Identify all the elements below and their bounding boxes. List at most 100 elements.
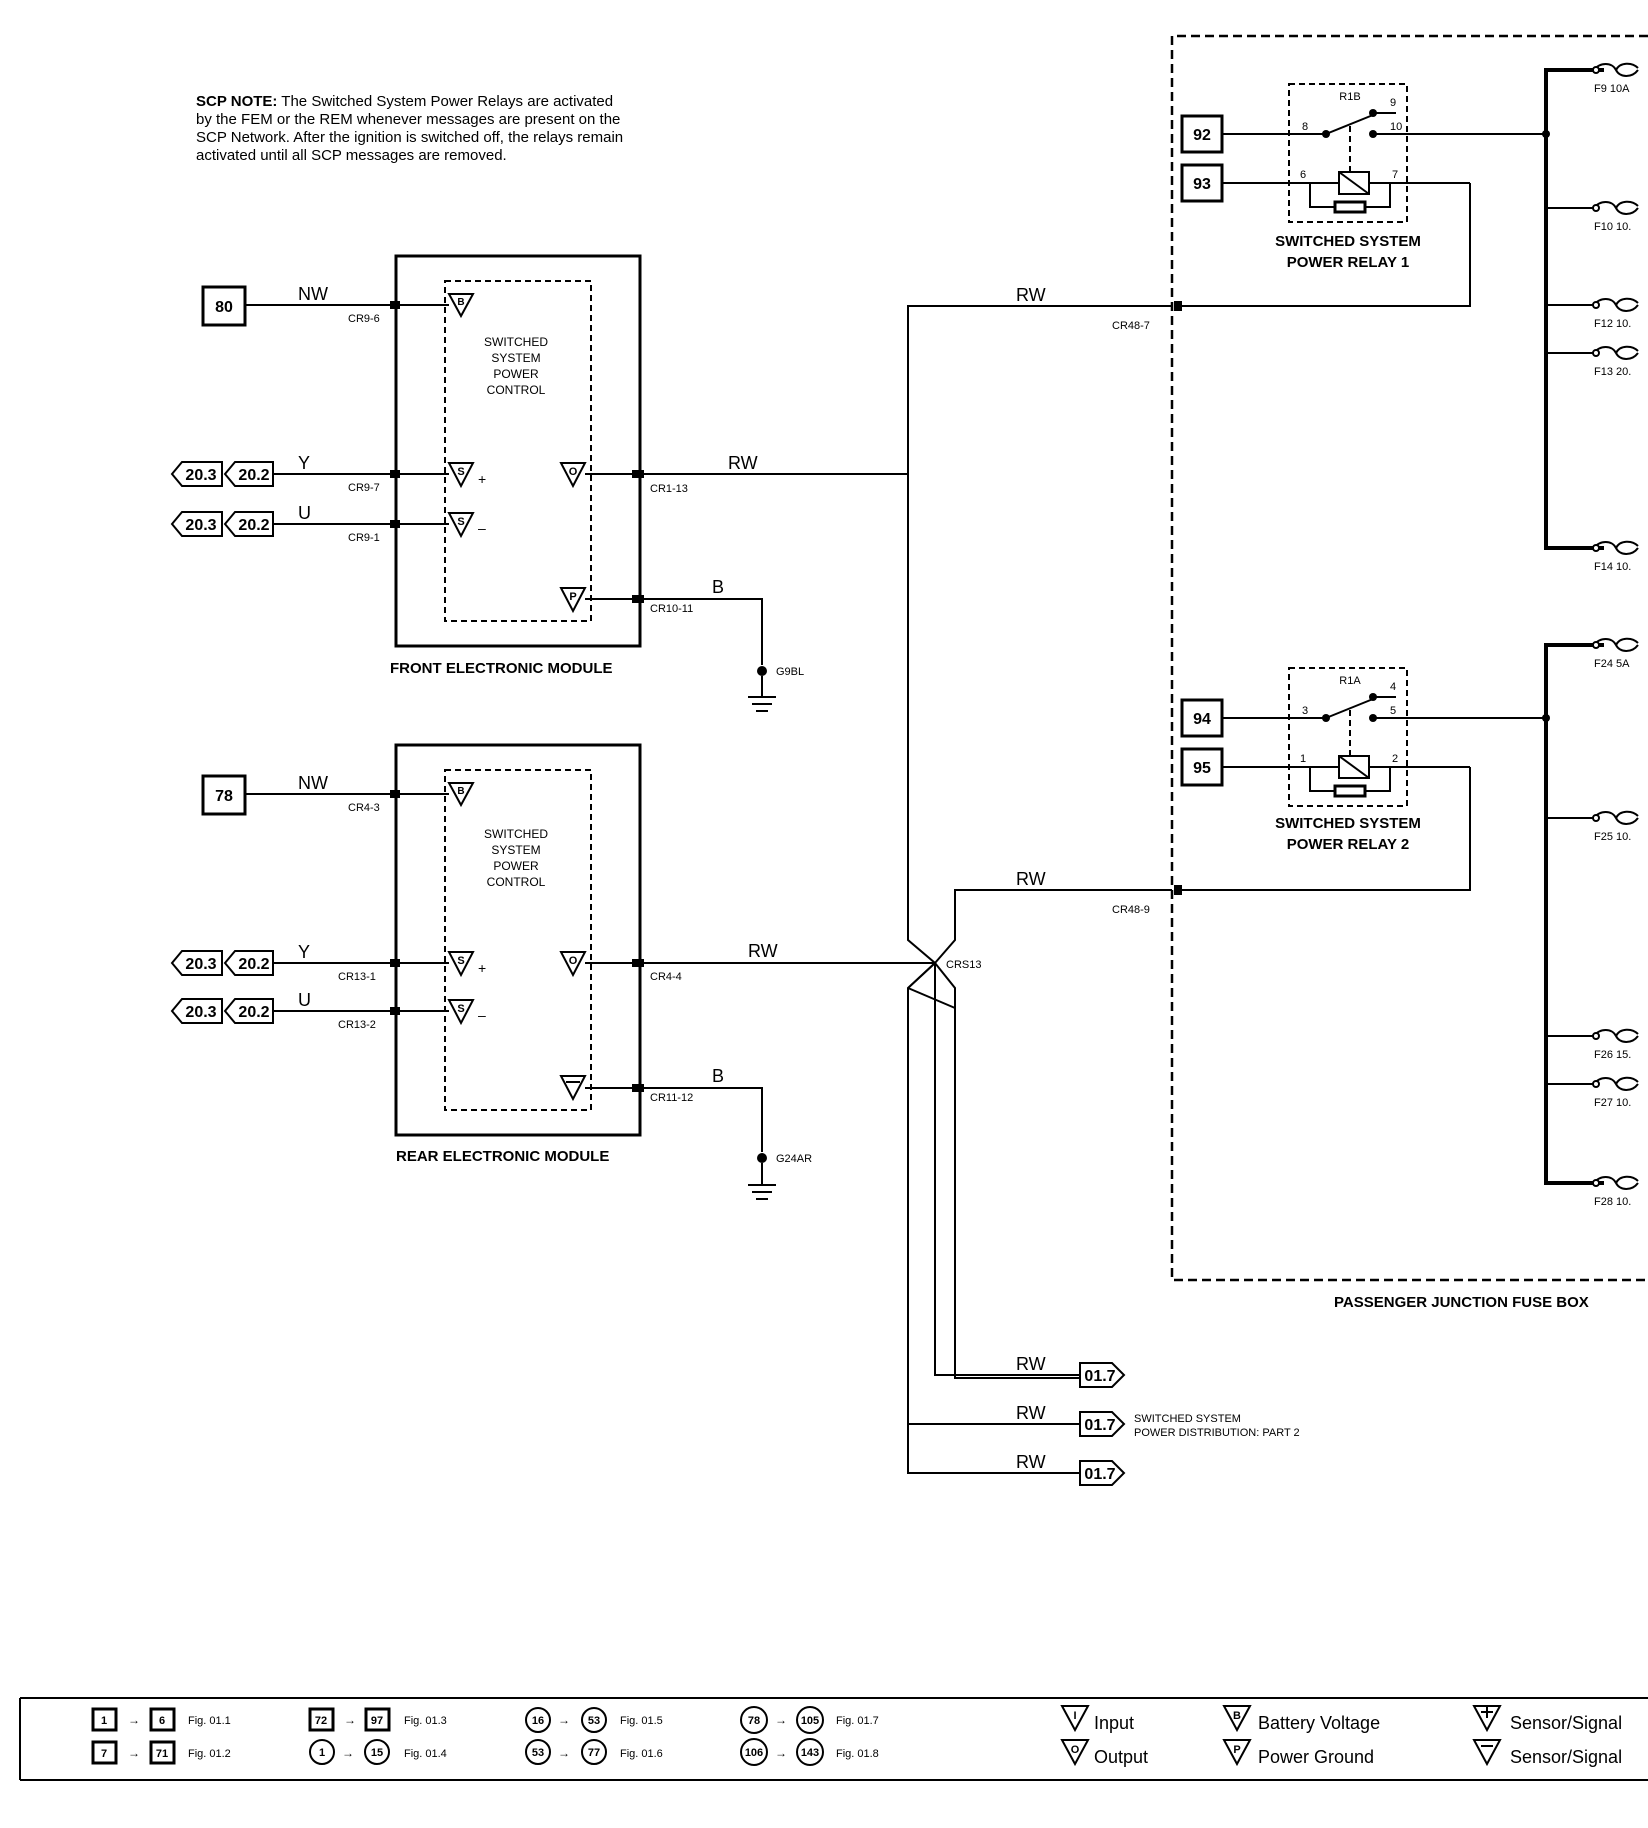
legend-fig-01-4: Fig. 01.4: [404, 1748, 447, 1760]
relay-1: R1B 92 93 8 9 10 6 7 SWITCHED SYS: [1180, 83, 1546, 307]
front-electronic-module: FRONT ELECTRONIC MODULE SWITCHED SYSTEM …: [390, 254, 644, 677]
fuse-label: F28 10.: [1594, 1196, 1631, 1208]
chev-20-3-a: 20.3: [185, 467, 216, 484]
fuse-label: F27 10.: [1594, 1097, 1631, 1109]
rem-inner-line-4: CONTROL: [487, 875, 546, 889]
rem-wiring: 78 NW CR4-3 20.3 20.2 Y CR13-1 20.3 20.2…: [170, 773, 812, 1200]
legend-output: O Output: [1060, 1739, 1148, 1767]
fem-sensor-pos-symbol: S+: [447, 462, 486, 489]
conn-cr4-4: CR4-4: [650, 971, 682, 983]
legend-sensor-neg: Sensor/Signal: [1472, 1739, 1622, 1767]
svg-text:S: S: [457, 1003, 464, 1015]
svg-text:S: S: [457, 955, 464, 967]
svg-text:106: 106: [745, 1747, 763, 1759]
legend-fig-01-6: Fig. 01.6: [620, 1748, 663, 1760]
svg-text:1: 1: [319, 1747, 325, 1759]
legend-range-2: 7 → 71 Fig. 01.2: [91, 1740, 231, 1765]
wire-u-fem: U: [298, 503, 311, 523]
legend-fig-01-5: Fig. 01.5: [620, 1715, 663, 1727]
legend-fig-01-2: Fig. 01.2: [188, 1748, 231, 1760]
fuse-symbol: F24 5A: [1592, 637, 1639, 670]
legend-output-label: Output: [1094, 1747, 1148, 1767]
relay1-title-line-2: POWER RELAY 1: [1287, 254, 1410, 271]
svg-text:→: →: [558, 1713, 570, 1727]
chev-20-3-c: 20.3: [185, 956, 216, 973]
svg-text:+: +: [478, 960, 486, 976]
svg-text:105: 105: [801, 1715, 819, 1727]
out-label-line-1: SWITCHED SYSTEM: [1134, 1413, 1241, 1425]
fuse-symbol: F9 10A: [1592, 62, 1639, 95]
conn-cr13-1: CR13-1: [338, 971, 376, 983]
relay1-pin-8: 8: [1302, 121, 1308, 133]
rear-electronic-module: REAR ELECTRONIC MODULE SWITCHED SYSTEM P…: [390, 743, 644, 1165]
fuse-label: F9 10A: [1594, 83, 1630, 95]
legend-range-4: 1 → 15 Fig. 01.4: [309, 1739, 447, 1765]
legend-range-5: 16 → 53 Fig. 01.5: [525, 1707, 663, 1733]
svg-text:P: P: [1233, 1744, 1240, 1756]
fem-output-symbol: O: [559, 462, 587, 489]
legend-sensor-pos: Sensor/Signal: [1472, 1705, 1622, 1733]
chev-20-3-b: 20.3: [185, 517, 216, 534]
legend-input: I Input: [1060, 1705, 1134, 1733]
ref-box-80: 80: [215, 299, 233, 316]
fuse-symbol: F14 10.: [1592, 540, 1639, 573]
svg-text:B: B: [457, 786, 464, 797]
svg-text:P: P: [569, 591, 576, 603]
svg-text:S: S: [457, 516, 464, 528]
relay1-pin-7: 7: [1392, 169, 1398, 181]
legend: 1 → 6 Fig. 01.1 7 → 71 Fig. 01.2 72 → 97…: [19, 1697, 1648, 1781]
fuse-label: F10 10.: [1594, 221, 1631, 233]
scp-note: SCP NOTE: The Switched System Power Rela…: [196, 93, 623, 164]
svg-text:53: 53: [532, 1747, 544, 1759]
fem-inner-line-2: SYSTEM: [491, 351, 540, 365]
svg-text:71: 71: [156, 1748, 168, 1760]
legend-fig-01-3: Fig. 01.3: [404, 1715, 447, 1727]
scp-note-line-4: activated until all SCP messages are rem…: [196, 147, 507, 164]
rem-inner-line-2: SYSTEM: [491, 843, 540, 857]
fuse-label: F13 20.: [1594, 366, 1631, 378]
relay1-id: R1B: [1339, 91, 1360, 103]
chev-01-7-b: 01.7: [1084, 1417, 1115, 1434]
relay1-pin-9: 9: [1390, 97, 1396, 109]
svg-text:53: 53: [588, 1715, 600, 1727]
ref-box-93: 93: [1193, 176, 1211, 193]
conn-cr4-3: CR4-3: [348, 802, 380, 814]
svg-text:B: B: [457, 297, 464, 308]
conn-cr1-13: CR1-13: [650, 483, 688, 495]
fuse-symbol: F10 10.: [1592, 200, 1639, 233]
wire-nw-fem: NW: [298, 284, 328, 304]
wire-rw-out-2: RW: [1016, 1403, 1046, 1423]
ref-box-94: 94: [1193, 711, 1211, 728]
fem-inner-line-1: SWITCHED: [484, 335, 548, 349]
fuse-label: F24 5A: [1594, 658, 1630, 670]
svg-text:78: 78: [748, 1715, 760, 1727]
passenger-junction-fuse-box: PASSENGER JUNCTION FUSE BOX CR48-7 CR48-…: [1112, 34, 1648, 1311]
svg-text:–: –: [478, 1007, 486, 1023]
legend-range-6: 53 → 77 Fig. 01.6: [525, 1739, 663, 1765]
legend-range-8: 106 → 143 Fig. 01.8: [740, 1738, 879, 1766]
svg-text:O: O: [1071, 1744, 1080, 1756]
out-label-line-2: POWER DISTRIBUTION: PART 2: [1134, 1427, 1300, 1439]
rem-inner-line-3: POWER: [493, 859, 539, 873]
svg-text:O: O: [569, 955, 578, 967]
svg-text:–: –: [478, 520, 486, 536]
relay1-pin-6: 6: [1300, 169, 1306, 181]
ref-box-78: 78: [215, 788, 233, 805]
wire-rw-fem: RW: [728, 453, 758, 473]
svg-text:SCP NOTE: The Switched System: SCP NOTE: The Switched System Power Rela…: [196, 93, 613, 110]
relay2-pin-1: 1: [1300, 753, 1306, 765]
legend-fig-01-7: Fig. 01.7: [836, 1715, 879, 1727]
chev-20-2-d: 20.2: [238, 1004, 269, 1021]
chev-20-3-d: 20.3: [185, 1004, 216, 1021]
svg-text:S: S: [457, 466, 464, 478]
wire-rw-out-3: RW: [1016, 1452, 1046, 1472]
legend-input-label: Input: [1094, 1713, 1134, 1733]
fem-inner-line-3: POWER: [493, 367, 539, 381]
svg-text:→: →: [775, 1746, 787, 1760]
fuse-symbol: F26 15.: [1592, 1028, 1639, 1061]
svg-text:→: →: [775, 1713, 787, 1727]
svg-text:6: 6: [159, 1715, 165, 1727]
wire-rw-relay2: RW: [1016, 869, 1046, 889]
